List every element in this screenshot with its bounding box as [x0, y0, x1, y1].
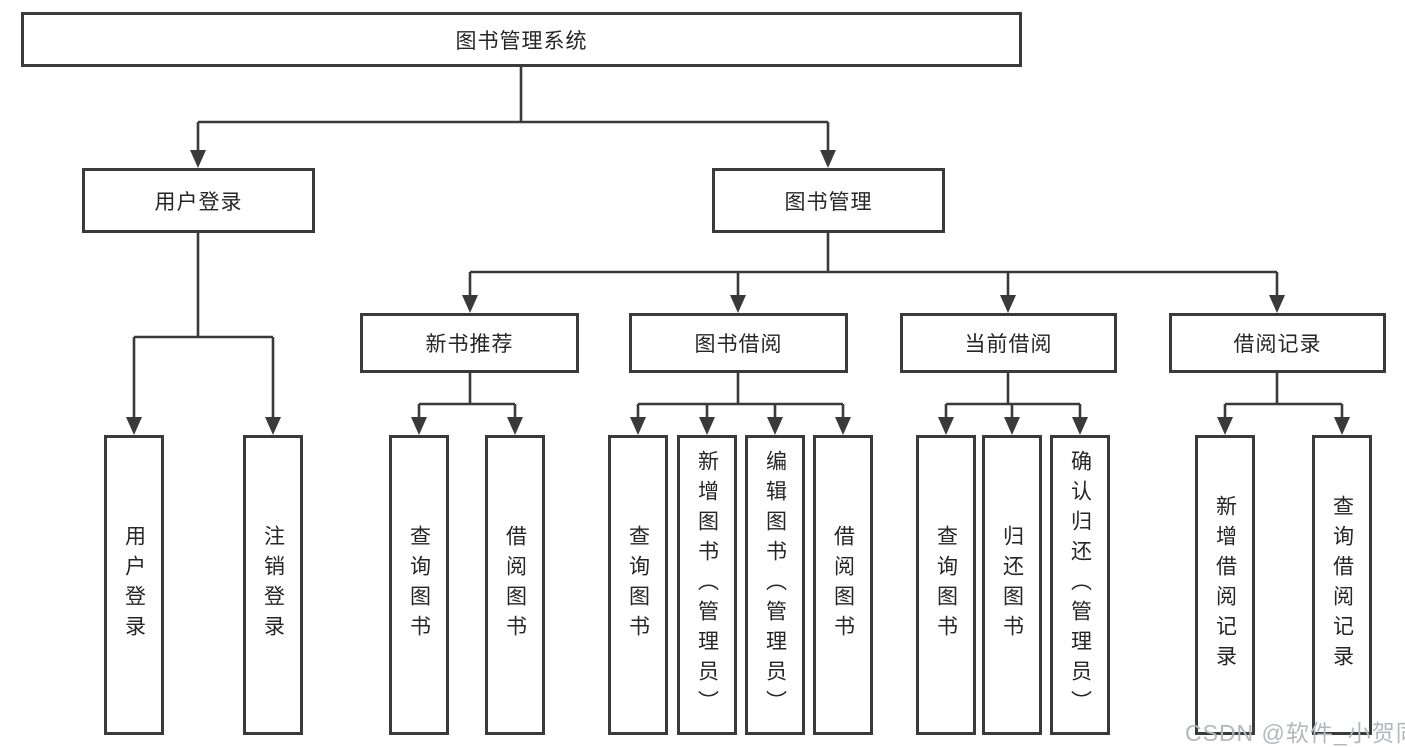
leaf-label: 借阅图书: [503, 525, 527, 645]
leaf-label: 借阅图书: [831, 525, 855, 645]
leaf-label: 查询借阅记录: [1330, 495, 1354, 675]
arrowhead-icon: [1000, 295, 1016, 313]
arrowhead-icon: [265, 417, 281, 435]
arrowhead-icon: [1004, 417, 1020, 435]
leaf-label: 用户登录: [122, 525, 146, 645]
leaf-current-query-books: 查询图书: [916, 435, 976, 735]
leaf-logout-login: 注销登录: [243, 435, 303, 735]
leaf-newbook-borrow-books: 借阅图书: [485, 435, 545, 735]
connector-borrow-record: [1223, 373, 1344, 417]
arrowhead-icon: [190, 150, 206, 168]
arrowhead-icon: [507, 417, 523, 435]
leaf-user-login: 用户登录: [104, 435, 164, 735]
connector-user-login: [132, 233, 275, 417]
arrowhead-icon: [1334, 417, 1350, 435]
leaf-label: 注销登录: [261, 525, 285, 645]
arrowhead-icon: [1217, 417, 1233, 435]
node-current-borrow: 当前借阅: [900, 313, 1117, 373]
leaf-label: 归还图书: [1000, 525, 1024, 645]
leaf-current-confirm-return-admin: 确认归还（管理员）: [1050, 435, 1110, 735]
arrowhead-icon: [820, 150, 836, 168]
connector-root: [196, 67, 830, 150]
leaf-label: 查询图书: [407, 525, 431, 645]
leaf-borrow-borrow-books: 借阅图书: [813, 435, 873, 735]
leaf-current-return-books: 归还图书: [982, 435, 1042, 735]
arrowhead-icon: [835, 417, 851, 435]
node-borrow-record: 借阅记录: [1169, 313, 1386, 373]
leaf-label: 确认归还（管理员）: [1068, 450, 1092, 720]
node-book-borrow: 图书借阅: [629, 313, 848, 373]
node-book-management: 图书管理: [712, 168, 945, 233]
connector-book-mgmt: [468, 233, 1279, 295]
csdn-watermark: CSDN @软件_小贺同学: [1185, 720, 1405, 746]
leaf-label: 新增借阅记录: [1213, 495, 1237, 675]
connector-book-borrow: [636, 373, 845, 417]
leaf-label: 编辑图书（管理员）: [763, 450, 787, 720]
arrowhead-icon: [411, 417, 427, 435]
arrowhead-icon: [1269, 295, 1285, 313]
connector-new-book: [417, 373, 517, 417]
arrowhead-icon: [462, 295, 478, 313]
arrowhead-icon: [126, 417, 142, 435]
arrowhead-icon: [630, 417, 646, 435]
leaf-borrow-edit-books-admin: 编辑图书（管理员）: [745, 435, 805, 735]
leaf-label: 查询图书: [626, 525, 650, 645]
leaf-record-query-borrow-record: 查询借阅记录: [1312, 435, 1372, 735]
leaf-newbook-query-books: 查询图书: [389, 435, 449, 735]
leaf-label: 新增图书（管理员）: [695, 450, 719, 720]
node-root-system: 图书管理系统: [21, 12, 1022, 67]
arrowhead-icon: [699, 417, 715, 435]
arrowhead-icon: [767, 417, 783, 435]
leaf-borrow-add-books-admin: 新增图书（管理员）: [677, 435, 737, 735]
arrowhead-icon: [938, 417, 954, 435]
arrowhead-icon: [730, 295, 746, 313]
node-new-book-recommend: 新书推荐: [360, 313, 579, 373]
leaf-record-add-borrow-record: 新增借阅记录: [1195, 435, 1255, 735]
leaf-borrow-query-books: 查询图书: [608, 435, 668, 735]
connector-current-borrow: [944, 373, 1082, 417]
arrowhead-icon: [1072, 417, 1088, 435]
node-user-login: 用户登录: [82, 168, 315, 233]
leaf-label: 查询图书: [934, 525, 958, 645]
